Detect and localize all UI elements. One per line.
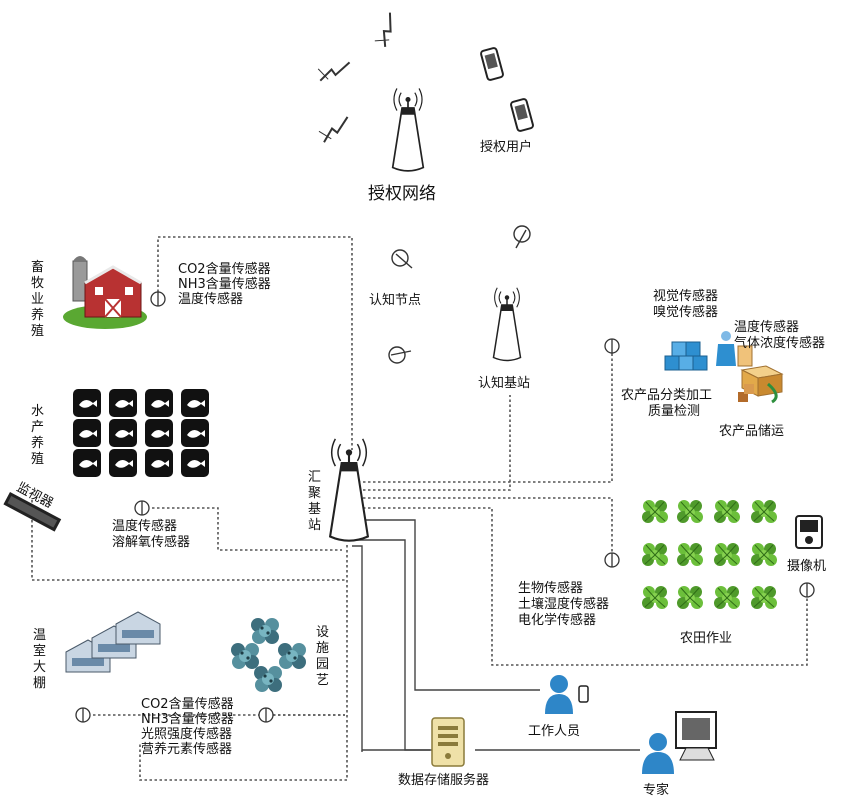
greenhouse-sensor-nutrient: 营养元素传感器 <box>141 742 233 757</box>
facility-horticulture-label: 设施园艺 <box>316 625 330 688</box>
aquaculture-fish-grid <box>73 389 209 477</box>
field-title: 农田作业 <box>680 631 733 646</box>
cable-lines <box>352 519 640 752</box>
staff-person-icon <box>545 675 589 714</box>
storage-transport-icon <box>738 365 784 404</box>
field-sensor-list: 生物传感器 土壤湿度传感器 电化学传感器 <box>518 581 609 629</box>
processing-sort-label: 农产品分类加工 <box>621 388 713 403</box>
sensing-node-label: 认知节点 <box>369 293 422 308</box>
sensor-temperature: 温度传感器 <box>734 320 800 335</box>
field-crops-grid <box>641 499 778 610</box>
sensing-base-station-icon <box>492 287 522 362</box>
staff-label: 工作人员 <box>528 724 581 739</box>
authorized-network-tower-icon <box>391 87 425 172</box>
livestock-sensor-nh3: NH3含量传感器 <box>178 277 271 292</box>
sensor-gas: 气体浓度传感器 <box>734 336 826 351</box>
field-sensor-electrochem: 电化学传感器 <box>518 613 597 628</box>
sensor-probe-icon <box>134 500 150 516</box>
greenhouse-sensor-light: 光照强度传感器 <box>141 727 233 742</box>
greenhouse-title: 温室大棚 <box>33 628 47 691</box>
sensor-probe-icon <box>799 582 815 598</box>
signal-bolt-icon <box>317 61 353 82</box>
sensor-probe-icon <box>604 338 620 354</box>
livestock-sensor-temp: 温度传感器 <box>178 292 244 307</box>
field-sensor-bio: 生物传感器 <box>518 581 584 596</box>
processing-sorting-icon <box>664 331 753 371</box>
server-label: 数据存储服务器 <box>398 773 490 788</box>
processing-sensor-list-b: 温度传感器 气体浓度传感器 <box>734 320 825 352</box>
mobile-phone-icon <box>480 47 504 81</box>
link-lines <box>31 236 808 781</box>
greenhouse-sensor-nh3: NH3含量传感器 <box>141 712 234 727</box>
field-sensor-soil: 土壤湿度传感器 <box>518 597 610 612</box>
authorized-network-title: 授权网络 <box>368 184 436 204</box>
barn-icon <box>63 256 147 329</box>
processing-label: 农产品分类加工 质量检测 <box>621 388 712 420</box>
sensor-vision: 视觉传感器 <box>653 289 719 304</box>
signal-bolt-icon <box>317 115 355 144</box>
aquaculture-title: 水产养殖 <box>31 404 45 467</box>
livestock-sensor-co2: CO2含量传感器 <box>178 262 271 277</box>
livestock-sensor-list: CO2含量传感器 NH3含量传感器 温度传感器 <box>178 262 271 307</box>
sensor-probe-icon <box>258 707 274 723</box>
aquaculture-sensor-temp: 温度传感器 <box>112 519 178 534</box>
sensor-probe-icon <box>150 291 166 307</box>
greenhouse-sensor-co2: CO2含量传感器 <box>141 697 234 712</box>
mobile-phone-icon <box>510 98 534 132</box>
expert-computer-icon <box>642 711 717 774</box>
authorized-users-label: 授权用户 <box>480 140 533 155</box>
sensing-node-icons <box>388 225 531 364</box>
greenhouse-sensor-list: CO2含量传感器 NH3含量传感器 光照强度传感器 营养元素传感器 <box>141 697 234 757</box>
hub-station-label: 汇聚基站 <box>308 470 322 533</box>
livestock-title: 畜牧业养殖 <box>31 260 45 339</box>
greenhouse-buildings-icon <box>65 611 161 673</box>
aquaculture-sensor-list: 温度传感器 溶解氧传感器 <box>112 519 190 551</box>
aquaculture-sensor-oxygen: 溶解氧传感器 <box>112 535 191 550</box>
data-server-icon <box>431 717 465 767</box>
processing-quality-label: 质量检测 <box>648 404 701 419</box>
processing-sensor-list-a: 视觉传感器 嗅觉传感器 <box>653 289 718 321</box>
camera-icon <box>795 515 823 549</box>
sensor-probe-icon <box>604 552 620 568</box>
storage-transport-label: 农产品储运 <box>719 424 785 439</box>
expert-label: 专家 <box>643 783 670 798</box>
sensing-station-label: 认知基站 <box>478 376 531 391</box>
camera-label: 摄像机 <box>787 559 827 574</box>
facility-horticulture-icon <box>231 618 306 692</box>
hub-base-station-icon <box>329 437 369 542</box>
sensor-probe-icon <box>75 707 91 723</box>
sensor-smell: 嗅觉传感器 <box>653 305 719 320</box>
signal-bolt-icon <box>372 11 403 48</box>
monitor-display-icon <box>3 492 62 532</box>
